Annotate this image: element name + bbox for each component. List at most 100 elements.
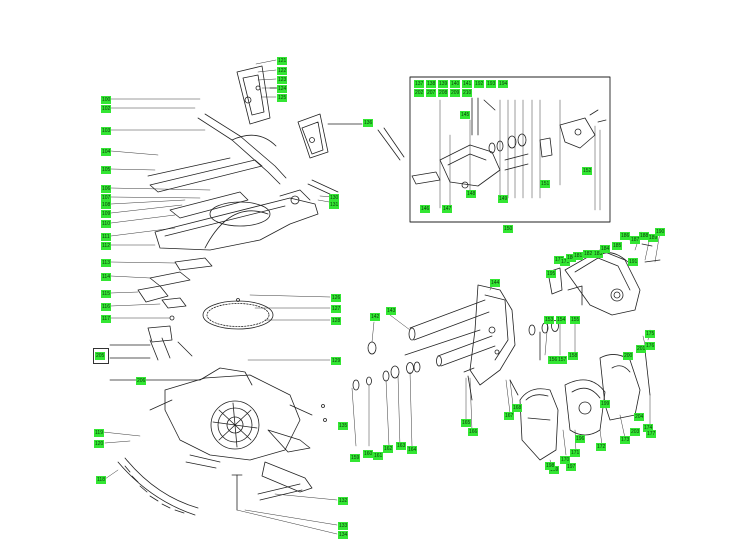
bottom-rods: [231, 461, 313, 511]
part-label: 110: [101, 220, 111, 228]
part-label: 201: [636, 345, 647, 353]
part-label: 105: [101, 166, 112, 174]
guard-plate-upper: [236, 65, 281, 125]
part-label: 209: [450, 89, 461, 97]
guard-plate-lower: [297, 113, 363, 159]
part-label: 114: [101, 273, 111, 281]
part-label: 168: [512, 404, 523, 412]
part-label: 189: [648, 234, 659, 242]
part-label: 205: [95, 352, 106, 360]
inset-frame: [409, 76, 611, 223]
part-label: 138: [426, 80, 437, 88]
part-label: 124: [277, 85, 288, 93]
part-label: 121: [277, 57, 288, 65]
part-label: 112: [101, 242, 111, 250]
part-label: 140: [450, 80, 461, 88]
part-label: 188: [639, 232, 650, 240]
part-label: 184: [600, 245, 611, 253]
part-label: 154: [556, 316, 567, 324]
part-label: 202: [414, 89, 425, 97]
part-label: 160: [363, 450, 374, 458]
spacer-rings: [352, 341, 421, 391]
part-label: 194: [498, 80, 509, 88]
part-label: 115: [101, 290, 111, 298]
part-label: 111: [101, 233, 111, 241]
part-label: 164: [407, 446, 418, 454]
part-label: 133: [338, 522, 349, 530]
part-label: 147: [442, 205, 453, 213]
part-label: 204: [634, 413, 645, 421]
part-label: 169: [549, 466, 560, 474]
part-label: 196: [575, 435, 586, 443]
part-label: 109: [101, 210, 112, 218]
part-label: 126: [331, 294, 342, 302]
part-label: 182: [583, 250, 594, 258]
part-label: 198: [545, 462, 556, 470]
part-label: 207: [426, 89, 437, 97]
small-parts-left: [137, 257, 213, 321]
part-label: 178: [554, 256, 565, 264]
part-label: 156: [548, 356, 559, 364]
miter-scale: [117, 457, 199, 516]
part-label: 180: [566, 254, 577, 262]
part-label: 102: [101, 105, 112, 113]
part-label: 162: [383, 445, 394, 453]
part-label: 128: [331, 317, 342, 325]
rear-cover: [599, 349, 651, 421]
part-label: 137: [414, 80, 425, 88]
part-label: 104: [101, 148, 112, 156]
part-label: 142: [370, 313, 381, 321]
rod: [377, 127, 405, 161]
part-label: 122: [277, 67, 288, 75]
part-label: 150: [503, 225, 514, 233]
part-label: 177: [646, 430, 657, 438]
part-label: 167: [504, 412, 515, 420]
turntable-base: [149, 367, 327, 469]
part-label: 208: [438, 89, 449, 97]
part-label: 172: [596, 443, 607, 451]
part-label: 135: [338, 422, 349, 430]
part-label: 165: [461, 419, 472, 427]
part-label: 181: [573, 252, 584, 260]
part-label: 139: [438, 80, 449, 88]
part-label: 199: [600, 400, 611, 408]
right-small-parts: [463, 320, 559, 401]
part-label: 106: [101, 185, 112, 193]
part-label: 129: [331, 357, 342, 365]
part-label: 191: [628, 258, 639, 266]
part-label: 210: [462, 89, 473, 97]
part-label: 145: [460, 111, 471, 119]
part-label: 175: [645, 330, 656, 338]
motor-housing: [469, 284, 516, 386]
part-label: 200: [623, 352, 634, 360]
part-label: 123: [277, 76, 288, 84]
part-label: 116: [101, 303, 111, 311]
part-label: 187: [630, 236, 641, 244]
part-label: 176: [645, 342, 656, 350]
part-label: 203: [630, 428, 641, 436]
part-label: 113: [101, 259, 111, 267]
part-label: 163: [396, 442, 407, 450]
saw-arm: [154, 189, 319, 251]
part-label: 206: [136, 377, 147, 385]
part-label: 161: [373, 452, 384, 460]
part-label: 148: [466, 190, 477, 198]
clamp-assembly: [109, 325, 201, 381]
part-label: 183: [593, 250, 604, 258]
part-label: 144: [490, 279, 501, 287]
blade-guard-upper: [564, 379, 606, 436]
table-disc: [202, 298, 274, 330]
part-label: 127: [331, 305, 342, 313]
part-label: 159: [350, 454, 361, 462]
part-label: 171: [570, 449, 581, 457]
inset-drive-assembly: [411, 97, 607, 189]
part-label: 173: [620, 436, 631, 444]
part-label: 134: [338, 531, 349, 539]
part-label: 197: [566, 463, 577, 471]
part-label: 185: [612, 242, 623, 250]
part-label: 136: [363, 119, 374, 127]
part-label: 146: [420, 205, 431, 213]
part-label: 141: [462, 80, 473, 88]
